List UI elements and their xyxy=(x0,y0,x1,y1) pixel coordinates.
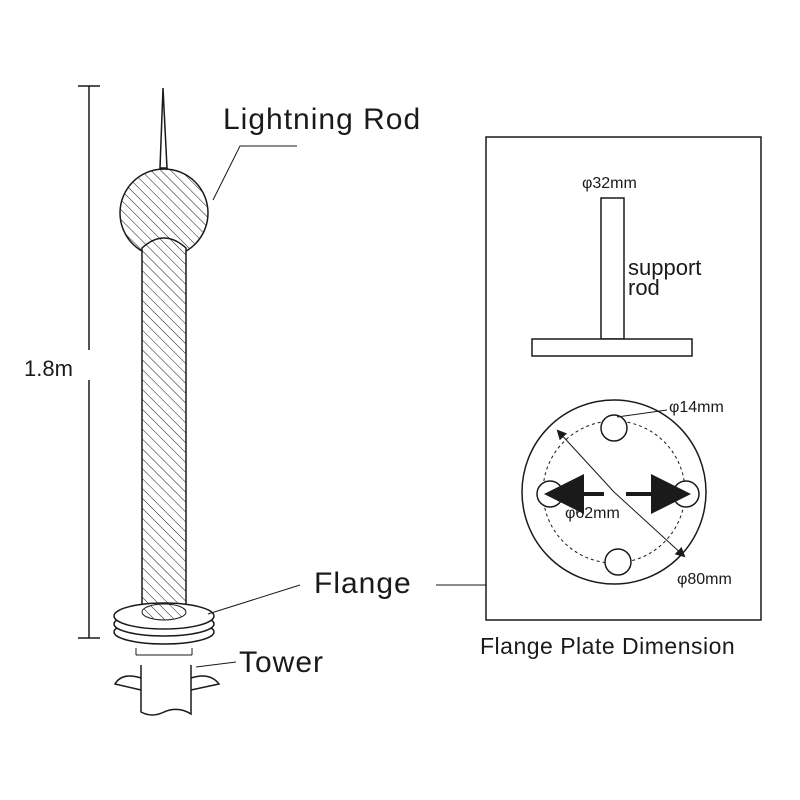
bolt-hole-top xyxy=(600,414,628,442)
support-rod-label-line1: support xyxy=(628,255,701,280)
flange-plate-top-view xyxy=(521,399,707,585)
flange-assembly xyxy=(113,602,215,656)
support-rod-elevation xyxy=(531,197,693,357)
flange-leader xyxy=(207,584,301,615)
bolt-circle-diameter-label: φ62mm xyxy=(565,505,620,522)
outer-diameter-dimension-arrow xyxy=(556,429,615,493)
lightning-rod-label: Lightning Rod xyxy=(223,103,421,136)
rod-needle xyxy=(159,87,168,169)
bolt-hole-bottom xyxy=(604,548,632,576)
flange-label: Flange xyxy=(314,567,412,600)
hole-diameter-label: φ14mm xyxy=(669,399,724,416)
tower-label: Tower xyxy=(239,646,324,679)
tower xyxy=(113,665,221,716)
lightning-rod-leader xyxy=(212,145,297,201)
flange-plate-panel xyxy=(485,136,762,621)
tower-leader xyxy=(195,661,237,668)
outer-diameter-label: φ80mm xyxy=(677,571,732,588)
height-dimension xyxy=(62,85,102,639)
flange-plate-caption: Flange Plate Dimension xyxy=(480,633,735,659)
support-diameter-label: φ32mm xyxy=(582,175,637,192)
height-label: 1.8m xyxy=(24,356,73,381)
support-rod-label-line2: rod xyxy=(628,275,660,300)
